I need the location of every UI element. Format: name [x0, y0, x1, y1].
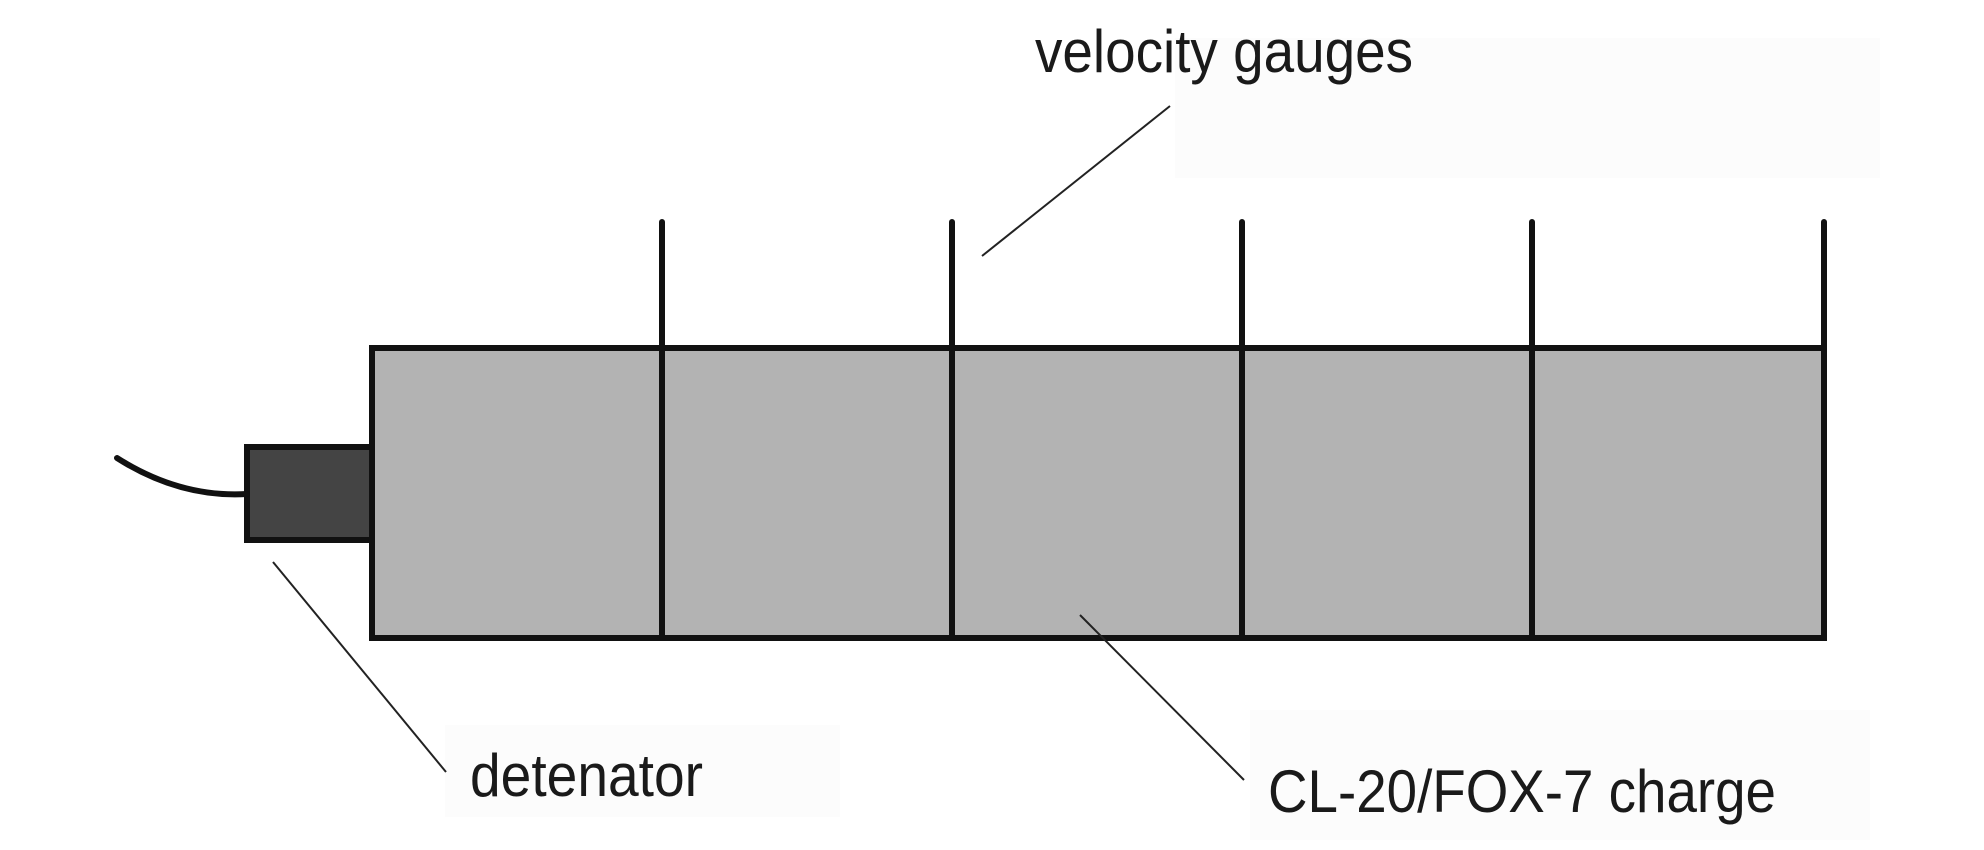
charge-label: CL-20/FOX-7 charge [1268, 758, 1776, 825]
charge-body [369, 345, 1827, 641]
velocity-gauges-leader-line [981, 105, 1171, 257]
charge-leader-line [1079, 614, 1245, 781]
top-label-panel [1175, 38, 1880, 178]
detonator-label: detenator [470, 742, 703, 809]
detonator-block [244, 444, 375, 543]
detonator-wire [114, 455, 250, 498]
bottom-left-label-panel [445, 725, 840, 817]
bottom-right-label-panel [1250, 710, 1870, 840]
detonator-leader-line [272, 561, 447, 773]
velocity-gauges-label: velocity gauges [1035, 18, 1413, 85]
